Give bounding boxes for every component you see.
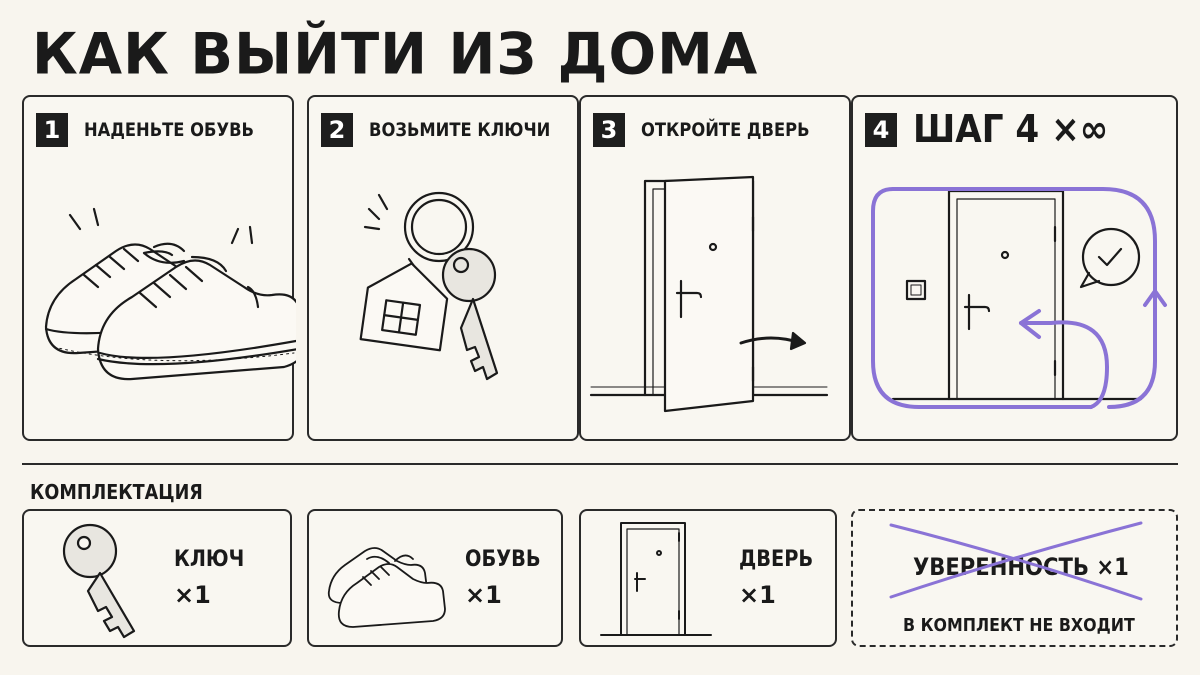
step-number: 4 [865,113,897,147]
step-card-1: 1 НАДЕНЬТЕ ОБУВЬ [22,95,296,441]
kit-item-missing: УВЕРЕННОСТЬ ×1 В КОМПЛЕКТ НЕ ВХОДИТ [851,509,1178,647]
sneakers-icon [44,207,296,381]
kit-item-name: КЛЮЧ [174,547,245,572]
door-icon [600,522,712,636]
kit-item-qty: ×1 [739,581,776,609]
strike-through-mark [889,521,1143,601]
kit-item-name: ОБУВЬ [465,547,541,572]
key-icon [62,523,136,639]
kit-missing-note: В КОМПЛЕКТ НЕ ВХОДИТ [903,615,1135,636]
section-divider [22,463,1178,465]
step-label: ШАГ 4 ×∞ [913,107,1109,151]
kit-item-name: ДВЕРЬ [739,547,814,572]
step-label: ВОЗЬМИТЕ КЛЮЧИ [369,119,551,141]
step-number: 3 [593,113,625,147]
kit-item-qty: ×1 [174,581,211,609]
keys-icon [359,191,499,381]
step-card-3: 3 ОТКРОЙТЕ ДВЕРЬ [579,95,851,441]
open-door-icon [589,175,829,413]
step-number: 1 [36,113,68,147]
door-loop-icon [871,187,1167,409]
step-label: НАДЕНЬТЕ ОБУВЬ [84,119,255,141]
kit-item-key: КЛЮЧ ×1 [22,509,292,647]
step-number: 2 [321,113,353,147]
step-label: ОТКРОЙТЕ ДВЕРЬ [641,119,810,141]
sneakers-icon [327,547,446,628]
kit-item-shoes: ОБУВЬ ×1 [307,509,563,647]
step-card-4: 4 ШАГ 4 ×∞ [851,95,1178,441]
kit-item-qty: ×1 [465,581,502,609]
kit-title: КОМПЛЕКТАЦИЯ [30,480,203,504]
page-title: КАК ВЫЙТИ ИЗ ДОМА [32,21,759,88]
kit-item-door: ДВЕРЬ ×1 [579,509,837,647]
step-card-2: 2 ВОЗЬМИТЕ КЛЮЧИ [307,95,579,441]
